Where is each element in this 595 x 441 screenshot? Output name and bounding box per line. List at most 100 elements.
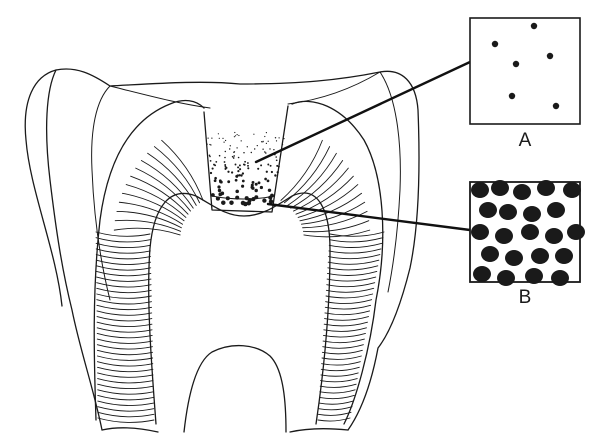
inset-panel-a: A [470, 18, 580, 151]
dentinal-tubule [97, 288, 152, 292]
dentinal-tubule [97, 300, 152, 304]
dentinal-tubule [328, 260, 379, 264]
lesion-dot [230, 145, 231, 146]
dentinal-tubule [322, 356, 361, 359]
inset-a-dot [531, 23, 537, 29]
inset-panel-b: B [470, 180, 585, 308]
lesion-dot [251, 152, 252, 153]
lesion-dot [267, 180, 270, 183]
dentinal-tubule [97, 317, 152, 321]
lesion-dot [269, 148, 270, 149]
lesion-dot [239, 164, 241, 166]
lesion-dot [221, 200, 225, 204]
leader-line-a [256, 62, 470, 162]
lesion-dot [240, 174, 242, 176]
dentinal-tubule [320, 384, 356, 387]
lesion-dot [225, 151, 226, 152]
inset-b-dot [499, 204, 517, 220]
inset-b-dot [547, 202, 565, 218]
lesion-dot [222, 138, 223, 139]
lesion-dot [233, 157, 235, 159]
dentinal-tubule [96, 255, 150, 259]
dentinal-tubule [322, 362, 361, 365]
lesion-dot [247, 162, 249, 164]
lesion-dot [242, 172, 244, 174]
root-right-base [290, 429, 348, 432]
dentinal-tubule [319, 395, 354, 398]
lesion-dot [252, 181, 255, 184]
dentinal-tubule [318, 412, 351, 415]
inset-b-dot [555, 248, 573, 264]
lesion-dot [267, 164, 269, 166]
lesion-dot [262, 149, 263, 150]
lesion-dot [220, 192, 224, 196]
dentinal-tubule [98, 412, 154, 416]
inset-b-dot [481, 246, 499, 262]
dentinal-tubule [329, 243, 382, 247]
lesion-dot [262, 198, 266, 202]
tooth-outline [25, 69, 419, 432]
inset-b-dot [495, 228, 513, 244]
dentinal-tubule [326, 288, 373, 292]
lesion-dot [239, 168, 241, 170]
dentinal-tubule [325, 311, 370, 315]
dentinal-tubule [323, 339, 364, 343]
lesion-dot [220, 181, 223, 184]
lesion-dot [260, 164, 262, 166]
lesion-dot [270, 165, 272, 167]
lesion-dot [237, 134, 238, 135]
dentinal-tubule [96, 260, 150, 264]
lesion-dot [241, 201, 246, 206]
dentinal-tubule [291, 160, 343, 208]
lesion-dot [254, 148, 255, 149]
lesion-dot [224, 164, 226, 166]
dentinal-tubule [325, 317, 369, 321]
dentinal-tubule [162, 140, 203, 200]
inset-b-dot [567, 224, 585, 240]
lesion-dot [268, 189, 271, 192]
lesion-dot [268, 196, 272, 200]
lesion-dot [278, 166, 280, 168]
lesion-dot [210, 172, 212, 174]
dentinal-tubule [97, 345, 152, 349]
lesion-dot [258, 181, 261, 184]
lesion-dot [260, 186, 263, 189]
dentinal-tubule [97, 339, 152, 343]
dentinal-tubule [97, 328, 152, 332]
dentinal-tubule [96, 238, 150, 242]
inset-b-dot [479, 202, 497, 218]
lesion-dot [229, 200, 233, 204]
dentinal-tubule [117, 211, 181, 227]
inset-b-dot [525, 268, 543, 284]
inset-b-dot [531, 248, 549, 264]
dentinal-tubule [323, 333, 365, 337]
dentinal-tubule [326, 300, 372, 304]
lesion-dot [210, 160, 212, 162]
lesion-dot [219, 138, 220, 139]
lesion-dot [262, 141, 263, 142]
dentinal-tubule [96, 232, 150, 236]
lesion-dot [257, 145, 258, 146]
lesion-dot [227, 180, 230, 183]
lesion-dot [211, 193, 215, 197]
dentinal-tubule [98, 401, 154, 405]
lesion-dot [271, 171, 273, 173]
occlusal-line [110, 72, 380, 108]
dentinal-tubule [97, 305, 152, 309]
root-left-base [102, 428, 158, 432]
dentinal-tubule [284, 147, 329, 203]
lesion-dot [241, 185, 244, 188]
dentinal-tubule [114, 228, 180, 235]
inset-a-dot [553, 103, 559, 109]
lesion-dot [233, 155, 235, 157]
lesion-dot [211, 137, 212, 138]
lesion-dot [229, 148, 230, 149]
lesion-dot [275, 137, 276, 138]
lesion-dot [283, 138, 284, 139]
inset-b-dot [473, 266, 491, 282]
dentinal-tubule [330, 232, 384, 236]
lesion-dot [238, 157, 240, 159]
lesion-dot [209, 156, 211, 158]
lesion-dot [237, 166, 239, 168]
